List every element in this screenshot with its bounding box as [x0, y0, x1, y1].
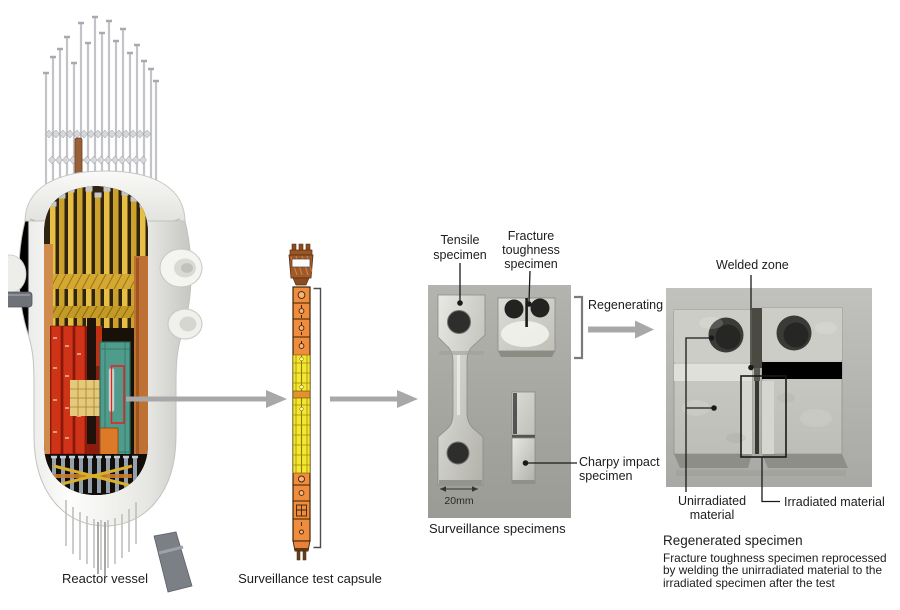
vessel-internals — [44, 186, 148, 495]
unirradiated-material-label: Unirradiated material — [677, 494, 747, 522]
flow-arrow-capsule-to-specimens — [330, 390, 418, 408]
photo-texture — [676, 317, 846, 476]
bottom-pipe — [153, 531, 193, 593]
specimens-caption: Surveillance specimens — [429, 521, 566, 536]
scale-label: 20mm — [444, 495, 473, 507]
fracture-toughness-specimen-shape — [497, 297, 556, 357]
regenerated-specimen-title: Regenerated specimen — [663, 533, 803, 548]
flow-arrow-reactor-to-capsule — [126, 390, 287, 408]
capsule-body — [292, 286, 311, 561]
fracture-specimen-label: Fracture toughness specimen — [502, 229, 560, 271]
fracture-specimen-bracket — [574, 295, 584, 360]
irradiated-material-label: Irradiated material — [784, 495, 885, 509]
regenerated-block-right — [761, 307, 848, 468]
capsule-hanger — [288, 243, 314, 286]
callout-dots — [457, 300, 754, 466]
fracture-callout-line — [528, 270, 531, 303]
tensile-specimen-label: Tensile specimen — [433, 233, 487, 262]
welded-joint-gap — [752, 308, 762, 454]
regenerated-specimen-description: Fracture toughness specimen reprocessed … — [663, 551, 887, 590]
control-rod-drives — [43, 15, 159, 184]
flow-arrow-regenerating — [588, 320, 654, 339]
charpy-specimen-label: Charpy impact specimen — [579, 455, 660, 483]
capsule-caption: Surveillance test capsule — [238, 571, 382, 586]
left-pipe — [8, 291, 33, 308]
reactor-vessel-caption: Reactor vessel — [62, 571, 148, 586]
scale-bar: 20mm — [440, 486, 478, 507]
irradiated-material-outline — [740, 375, 787, 458]
tensile-specimen-shape — [437, 294, 486, 486]
capsule-bracket — [313, 287, 322, 549]
callout-lines — [459, 263, 780, 503]
charpy-specimen-shape — [511, 391, 536, 484]
unirradiated-callout-line — [685, 337, 713, 492]
surveillance-specimens-photo: 20mm — [428, 285, 571, 518]
irradiated-callout-line — [761, 457, 780, 503]
surveillance-capsule-illustration — [288, 243, 314, 561]
regenerated-block-left — [673, 309, 753, 468]
regenerated-specimen-photo — [666, 288, 872, 487]
bottom-instrumentation-rods — [65, 500, 137, 576]
welded-zone-label: Welded zone — [716, 258, 789, 272]
rod-coupling-cluster-row — [45, 129, 151, 139]
capsule-location-highlight — [110, 365, 125, 424]
regenerating-label: Regenerating — [588, 298, 664, 312]
reactor-vessel-illustration — [8, 15, 203, 593]
